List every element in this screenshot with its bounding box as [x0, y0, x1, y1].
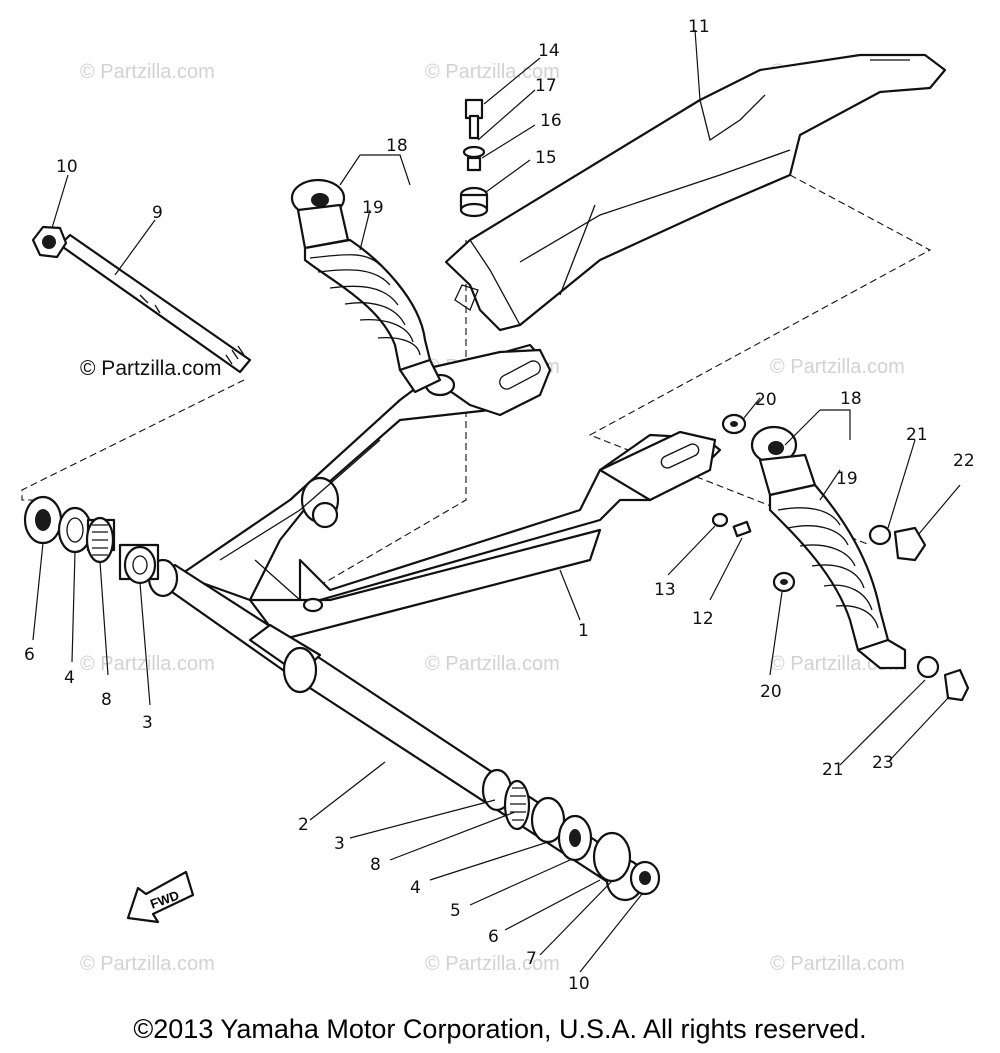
callout-17: 17 [535, 76, 557, 96]
callout-8: 8 [370, 855, 381, 875]
copyright-notice: ©2013 Yamaha Motor Corporation, U.S.A. A… [133, 1014, 866, 1044]
callout-5: 5 [450, 901, 461, 921]
callout-7: 7 [526, 949, 537, 969]
watermark: © Partzilla.com [425, 61, 560, 83]
callout-18: 18 [386, 136, 408, 156]
bushing-set-front [23, 495, 160, 585]
case-fasteners [459, 98, 489, 218]
callout-15: 15 [535, 148, 557, 168]
bushing-set-rear [481, 768, 661, 896]
callout-21: 21 [906, 425, 928, 445]
watermark: © Partzilla.com [425, 953, 560, 975]
watermark: © Partzilla.com [80, 953, 215, 975]
fwd-arrow-icon: FWD [126, 870, 195, 924]
callout-1: 1 [578, 621, 589, 641]
callout-23: 23 [872, 753, 894, 773]
callout-20: 20 [760, 682, 782, 702]
callout-6: 6 [24, 645, 35, 665]
callout-11: 11 [688, 17, 710, 37]
callout-21: 21 [822, 760, 844, 780]
callout-6: 6 [488, 927, 499, 947]
callout-8: 8 [101, 690, 112, 710]
callout-4: 4 [410, 878, 421, 898]
callout-18: 18 [840, 389, 862, 409]
callout-4: 4 [64, 668, 75, 688]
watermark: © Partzilla.com [80, 653, 215, 675]
shock-hardware [711, 413, 970, 702]
callout-22: 22 [953, 451, 975, 471]
callout-16: 16 [540, 111, 562, 131]
watermark: © Partzilla.com [770, 356, 905, 378]
watermark: © Partzilla.com [80, 61, 215, 83]
callout-10: 10 [568, 974, 590, 994]
callout-14: 14 [538, 41, 560, 61]
leader-lines [32, 29, 961, 973]
callout-3: 3 [142, 713, 153, 733]
callout-13: 13 [654, 580, 676, 600]
callout-9: 9 [152, 203, 163, 223]
shock-absorber-right [750, 425, 907, 670]
callout-19: 19 [362, 198, 384, 218]
callout-2: 2 [298, 815, 309, 835]
shock-absorber-left [290, 178, 442, 394]
pivot-bolt [31, 225, 252, 374]
chain-case [444, 53, 947, 332]
watermark: © Partzilla.com [80, 357, 222, 380]
callout-12: 12 [692, 609, 714, 629]
callout-10: 10 [56, 157, 78, 177]
watermark: © Partzilla.com [425, 653, 560, 675]
callout-20: 20 [755, 390, 777, 410]
callout-3: 3 [334, 834, 345, 854]
callout-labels: 14 17 16 15 11 18 19 10 9 20 18 19 21 22… [24, 17, 975, 994]
callout-19: 19 [836, 469, 858, 489]
watermark: © Partzilla.com [770, 953, 905, 975]
swing-arm [178, 343, 722, 642]
